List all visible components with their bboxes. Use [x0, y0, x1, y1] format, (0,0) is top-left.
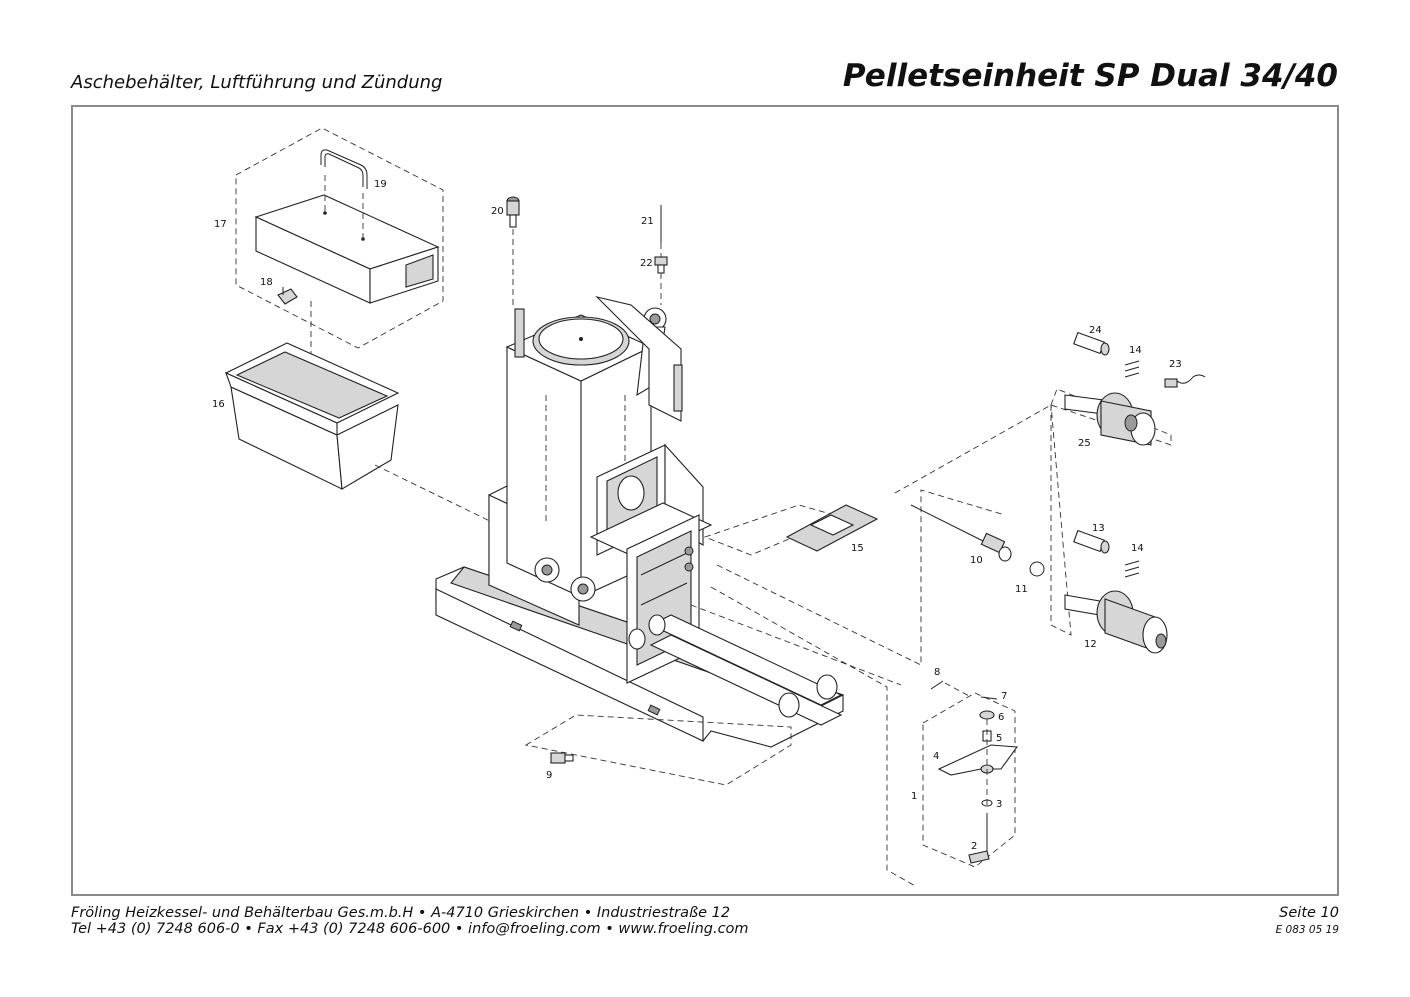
callout-8: 8 — [934, 667, 940, 678]
document-code: E 083 05 19 — [1275, 924, 1339, 936]
part-12 — [1064, 590, 1168, 654]
callout-7: 7 — [1001, 691, 1007, 702]
ash-lid-latch — [277, 287, 298, 305]
part-7 — [980, 696, 998, 700]
ash-container — [224, 342, 400, 490]
callout-14-lower: 14 — [1131, 543, 1144, 554]
callout-21: 21 — [641, 216, 654, 227]
callout-18: 18 — [260, 277, 273, 288]
callout-11: 11 — [1015, 584, 1028, 595]
part-6 — [979, 710, 995, 720]
callout-17: 17 — [214, 219, 227, 230]
page-number: Seite 10 — [1279, 905, 1339, 921]
boiler-body — [435, 296, 845, 748]
part-15 — [785, 504, 879, 552]
footer-company-address: Fröling Heizkessel- und Behälterbau Ges.… — [71, 905, 731, 921]
callout-5: 5 — [996, 733, 1002, 744]
callout-19: 19 — [374, 179, 387, 190]
part-11 — [1029, 561, 1045, 577]
callout-2: 2 — [971, 841, 977, 852]
callout-24: 24 — [1089, 325, 1102, 336]
part-9 — [550, 752, 574, 764]
callout-13: 13 — [1092, 523, 1105, 534]
part-2 — [968, 813, 990, 864]
callout-4: 4 — [933, 751, 939, 762]
part-14-lower — [1124, 560, 1140, 578]
ash-lid-handle — [320, 149, 368, 241]
exploded-parts-diagram: 1 2 3 4 5 6 7 8 9 10 11 12 13 14 14 15 1… — [212, 127, 1206, 888]
part-4 — [937, 744, 1019, 776]
callout-15: 15 — [851, 543, 864, 554]
part-8 — [930, 680, 944, 690]
callout-10: 10 — [970, 555, 983, 566]
callout-9: 9 — [546, 770, 552, 781]
callout-25: 25 — [1078, 438, 1091, 449]
part-20 — [506, 196, 520, 228]
callout-1: 1 — [911, 791, 917, 802]
part-14-upper — [1124, 360, 1140, 378]
callout-3: 3 — [996, 799, 1002, 810]
section-subtitle: Aschebehälter, Luftführung und Zündung — [71, 72, 443, 93]
callout-23: 23 — [1169, 359, 1182, 370]
callout-20: 20 — [491, 206, 504, 217]
part-10 — [980, 532, 1012, 562]
part-24 — [1073, 331, 1110, 356]
part-23 — [1164, 374, 1206, 388]
callout-14-upper: 14 — [1129, 345, 1142, 356]
callout-16: 16 — [212, 399, 225, 410]
assembly-outline-17 — [235, 127, 444, 349]
ash-lid — [254, 194, 440, 304]
callout-22: 22 — [640, 258, 653, 269]
callout-6: 6 — [998, 712, 1004, 723]
part-25 — [1064, 392, 1156, 446]
callout-12: 12 — [1084, 639, 1097, 650]
page-title: Pelletseinheit SP Dual 34/40 — [842, 58, 1338, 94]
part-13 — [1073, 529, 1110, 554]
footer-contact: Tel +43 (0) 7248 606-0 • Fax +43 (0) 724… — [71, 921, 749, 937]
part-22 — [654, 256, 668, 274]
diagram-frame — [71, 105, 1339, 896]
